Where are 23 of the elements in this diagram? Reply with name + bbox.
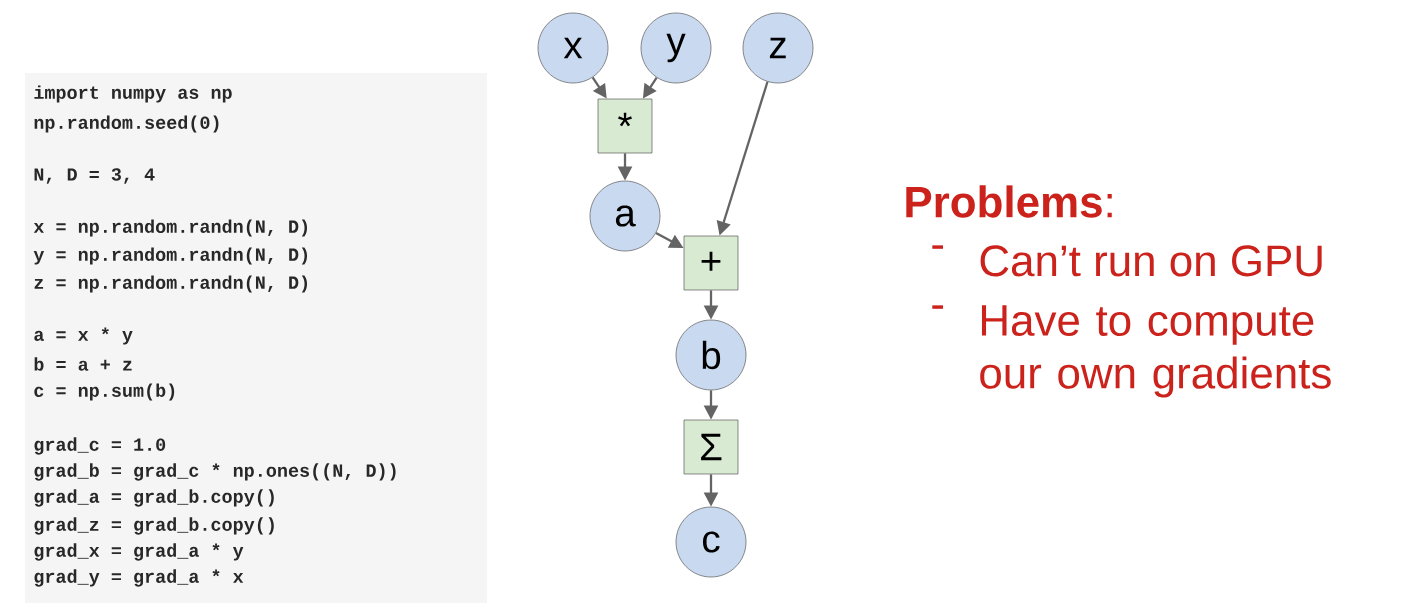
list-item: Can’t run on GPU [980,245,1322,277]
code-line: np.random.seed(0) [34,115,219,133]
code-line: x = np.random.randn(N, D) [33,219,307,237]
list-item: Have to compute our own gradients [980,305,1331,398]
code-line: grad_y = grad_a * x [34,569,244,587]
code-line: c = np.sum(b) [34,383,175,401]
code-line: z = np.random.randn(N, D) [34,275,307,293]
operation-box: + [683,235,739,291]
operation-box: * [597,98,653,154]
bullet-dash: - [932,305,944,309]
code-line: grad_z = grad_b.copy() [34,517,274,535]
operation-box: Σ [683,419,739,475]
code-line: y = np.random.randn(N, D) [33,247,307,265]
code-line: b = a + z [34,357,132,371]
code-line: import numpy as np [34,85,232,103]
code-line: grad_a = grad_b.copy() [34,489,274,507]
code-line: grad_b = grad_c * np.ones((N, D)) [34,463,396,481]
code-line: grad_x = grad_a * y [34,543,244,561]
bullet-dash: - [932,245,944,249]
code-line: N, D = 3, 4 [34,168,155,184]
code-line: grad_c = 1.0 [34,437,166,455]
heading-text: Problems: [906,185,1112,218]
code-line: a = x * y [34,327,133,345]
